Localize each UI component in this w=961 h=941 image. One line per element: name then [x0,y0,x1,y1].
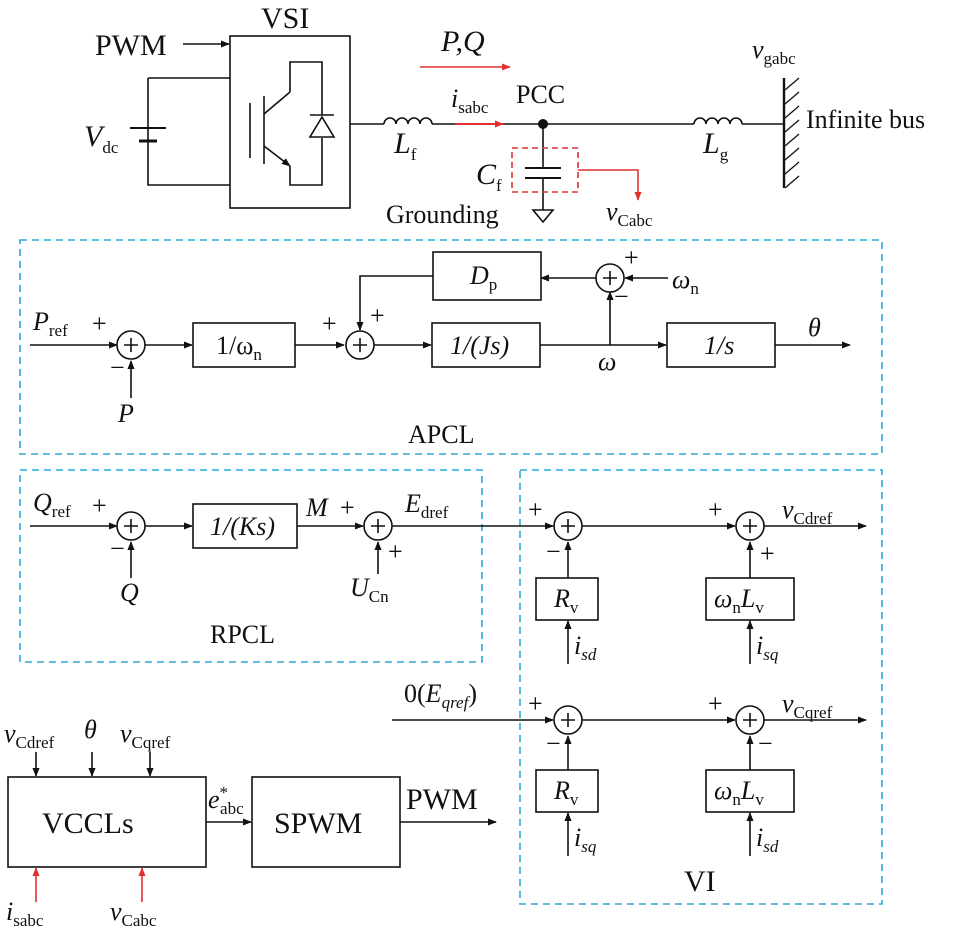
infinite-bus-hatch [784,77,800,189]
vdc-label: Vdc [84,120,119,157]
apcl-title: APCL [408,420,474,449]
theta-label: θ [808,313,821,342]
pref-label: Pref [32,307,68,340]
edref-label: Edref [404,489,449,522]
lf-inductor [383,117,433,125]
apcl-minus1: − [110,353,125,382]
inv-wn-label: 1/ωn [216,331,262,364]
igbt-symbol [249,61,336,186]
vccls-label: VCCLs [42,807,134,840]
vi-plus-d2: + [708,495,723,524]
block-rv-d [535,577,599,621]
rpcl-title: RPCL [210,620,275,649]
qref-label: Qref [33,488,71,521]
eabc-label: e*abc [208,783,244,818]
omega-n-label: ωn [672,265,699,298]
rpcl-plus2: + [340,493,355,522]
vcdref-label: vCdref [782,495,833,528]
isd-label-d: isd [574,631,597,664]
vi-box [519,469,883,905]
ucn-label: UCn [350,573,389,606]
wnlv-d-label: ωnLv [714,584,764,617]
pq-label: P,Q [440,25,485,58]
q-feedback-label: Q [120,578,139,607]
vccls-in-vcdref: vCdref [4,719,55,752]
vsi-box [229,35,351,209]
vsi-label: VSI [261,2,309,35]
apcl-plus2: + [322,309,337,338]
lg-inductor [693,117,743,125]
isq-label-d: isq [756,631,779,664]
pcc-label: PCC [516,80,565,109]
rv-d-label: Rv [553,584,579,617]
vi-plus-q2: + [708,689,723,718]
ground-symbol [531,209,555,224]
infinite-bus-label: Infinite bus [806,105,925,134]
rv-q-label: Rv [553,776,579,809]
lg-label: Lg [702,127,729,164]
grounding-label: Grounding [386,200,499,229]
vccls-in-vcabc: vCabc [110,897,157,930]
cf-measure-box [511,147,579,193]
js-label: 1/(Js) [450,331,509,360]
pwm-output-label: PWM [406,783,478,816]
rpcl-plus1: + [92,491,107,520]
rpcl-plus3: + [388,537,403,566]
rpcl-box [19,469,483,663]
apcl-plus4: + [624,243,639,272]
p-feedback-label: P [117,399,134,428]
vccls-in-theta: θ [84,715,97,744]
vi-title: VI [684,865,716,898]
vcqref-label: vCqref [782,689,833,722]
apcl-minus2: − [614,282,629,311]
vi-minus-d1: − [546,537,561,566]
m-label: M [305,493,329,522]
vgabc-label: vgabc [752,35,796,68]
vccls-in-vcqref: vCqref [120,719,171,752]
dp-label: Dp [469,261,497,294]
vi-minus-q2: − [758,729,773,758]
vcabc-label: vCabc [606,197,653,230]
apcl-box [19,239,883,455]
vi-plus-q1: + [528,689,543,718]
spwm-label: SPWM [274,807,362,840]
vcabc-measure-arrow [578,169,642,201]
pwm-input-label: PWM [95,29,167,62]
pcc-node [538,119,548,129]
rpcl-minus1: − [110,534,125,563]
wnlv-q-label: ωnLv [714,776,764,809]
omega-label: ω [598,347,616,376]
vccls-in-isabc: isabc [6,897,44,930]
cf-label: Cf [476,158,502,195]
ks-label: 1/(Ks) [210,512,275,541]
vi-minus-q1: − [546,729,561,758]
isabc-label: isabc [451,84,489,117]
dc-wiring [147,77,230,186]
isq-label-q: isq [574,823,597,856]
block-rv-q [535,769,599,813]
lf-label: Lf [393,127,417,164]
vi-plus-d1: + [528,495,543,524]
apcl-plus3: + [370,301,385,330]
eqref-label: 0(Eqref) [404,679,477,712]
apcl-plus1: + [92,309,107,338]
int-label: 1/s [704,331,734,360]
isd-label-q: isd [756,823,779,856]
vi-plus-d3: + [760,539,775,568]
